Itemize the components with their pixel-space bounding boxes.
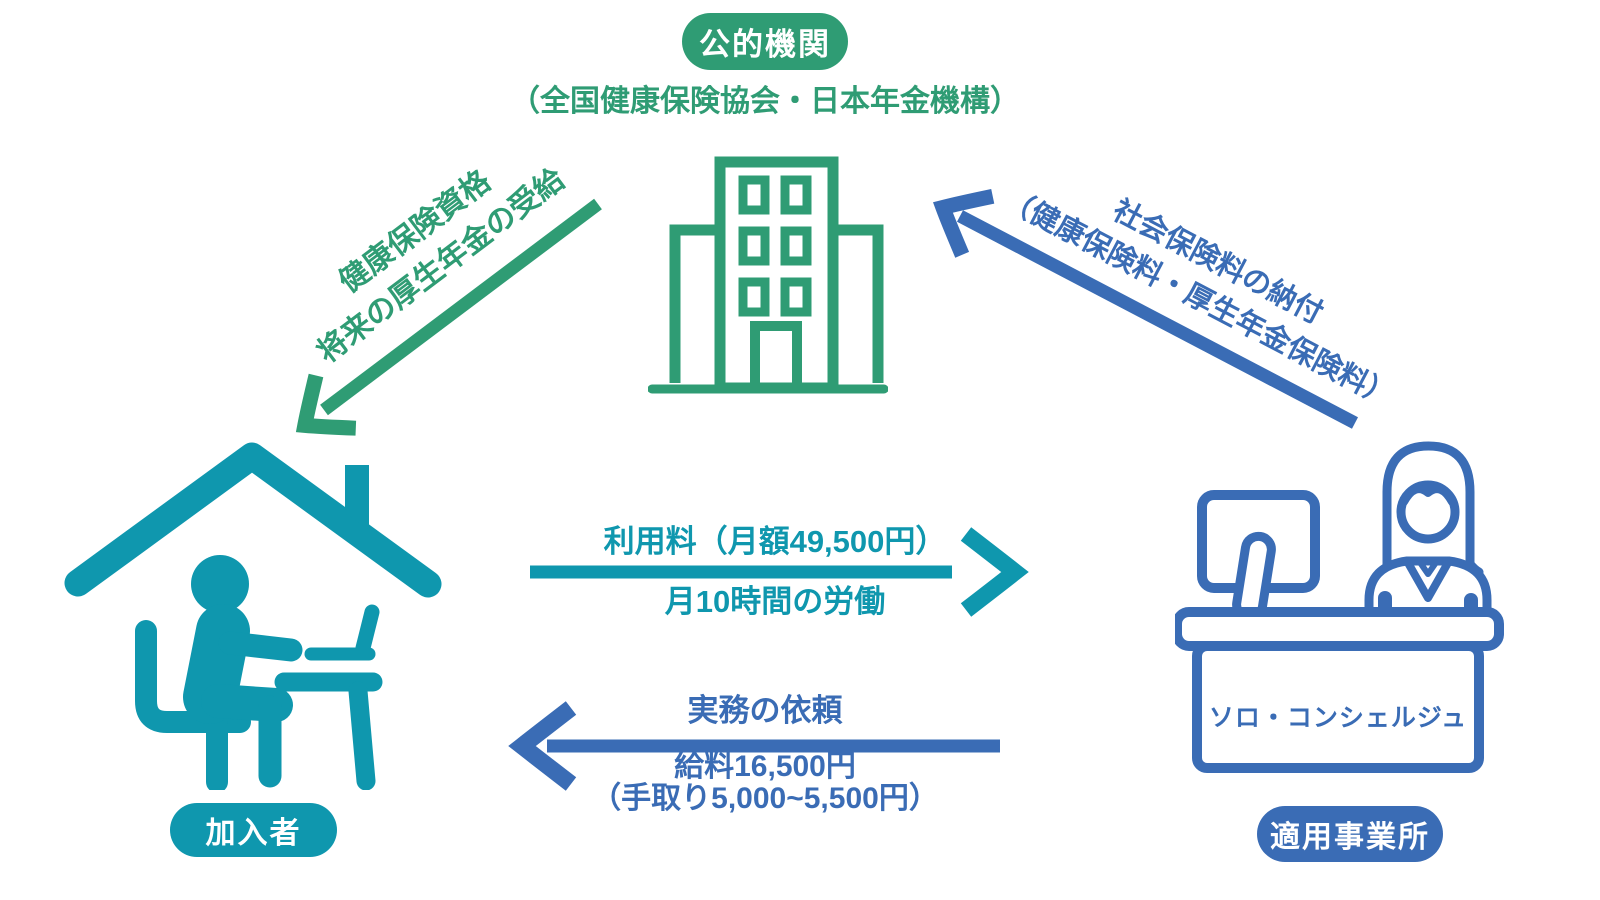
insurance-benefit-arrow	[295, 198, 602, 436]
workplace-badge: 適用事業所	[1257, 806, 1443, 862]
woman-face	[1396, 480, 1460, 544]
usage-fee-line1: 利用料（月額49,500円）	[603, 524, 947, 559]
public-institution-badge: 公的機関	[682, 13, 848, 70]
desk-panel	[1192, 641, 1484, 773]
desk-top	[1175, 607, 1504, 651]
woman-bangs	[1400, 485, 1456, 506]
premium-payment-arrow	[933, 188, 1359, 429]
concierge-desk-icon	[1175, 441, 1504, 773]
building-icon	[648, 156, 888, 394]
person-head	[191, 555, 249, 613]
work-request-line2: 給料16,500円	[674, 750, 856, 783]
usage-fee-line2: 月10時間の労働	[664, 584, 886, 619]
woman-jacket	[1364, 556, 1492, 619]
work-request-arrow	[508, 701, 1000, 791]
usage-fee-arrow	[530, 527, 1029, 617]
work-from-home-icon	[64, 442, 442, 790]
desk-label: ソロ・コンシェルジュ	[1208, 704, 1468, 732]
member-badge: 加入者	[170, 803, 337, 857]
work-request-line3: （手取り5,000~5,500円）	[591, 782, 939, 815]
public-institution-subtitle: （全国健康保険協会・日本年金機構）	[510, 85, 1020, 118]
work-request-line1: 実務の依頼	[687, 693, 843, 728]
